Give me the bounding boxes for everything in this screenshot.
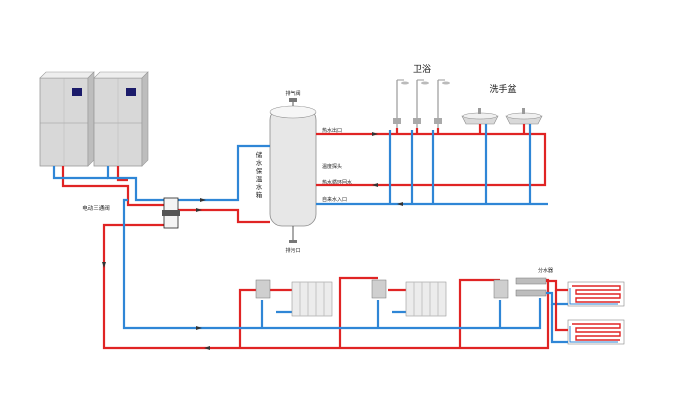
bath-label: 卫浴 [413,64,431,75]
storage-tank [269,98,317,243]
basin-1 [461,108,499,125]
tank-title-char-4: 温 [256,174,263,183]
temp-probe-label: 温度探头 [322,163,342,170]
manifold-hot-out-2 [554,290,568,332]
shower-3 [434,79,450,128]
manifold-cold-out-2 [550,304,568,344]
manifold [515,277,547,297]
three-way-valve [162,197,180,229]
boiler-left [39,71,95,167]
pump-1 [255,279,271,299]
three-way-valve-text: 电动三通阀 [82,204,110,212]
tank-title-char-5: 水 [256,182,263,191]
shower-2 [413,79,429,128]
basin-label: 洗手盆 [489,83,516,95]
hot-out-label: 热水出口 [322,127,342,134]
tap-in-label: 自来水入口 [322,196,347,203]
three-way-valve-label: 电动三通阀 [82,204,110,212]
manifold-cold-out [546,291,568,306]
exhaust-valve-label: 排气阀 [285,90,300,97]
pump-2 [371,279,387,299]
tank-title-char-3: 保 [256,166,263,175]
tank-title-char-6: 箱 [256,190,263,199]
drain-label: 排污口 [285,247,300,254]
floor-heating-loop-1 [567,281,625,307]
cold-pipes [52,124,548,330]
tank-title-char-2: 水 [256,158,263,167]
manifold-hot-out [546,279,568,292]
basin-2 [505,108,543,125]
manifold-label: 分水器 [538,267,553,274]
flow-arrows [102,132,403,350]
tank-title-char-1: 储 [256,150,263,159]
boiler-right [93,71,149,167]
tank-title: 储 水 保 温 水 箱 [256,150,263,199]
radiator-1 [291,281,333,317]
pump-3 [493,279,509,299]
hot-return-label: 热水循环回水 [322,179,352,186]
floor-heating-loop-2 [567,319,625,345]
shower-1 [393,79,409,128]
radiator-2 [405,281,447,317]
